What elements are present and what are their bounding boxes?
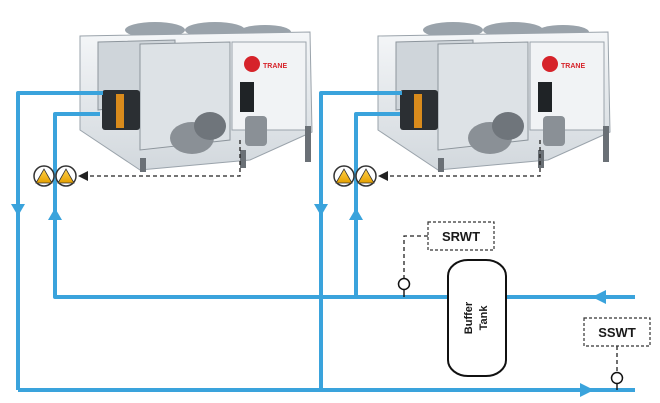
piping-network <box>16 91 635 392</box>
pump-icon <box>355 165 377 187</box>
temperature-sensor-icon <box>610 371 624 385</box>
pump-set-2 <box>333 165 377 187</box>
chiller-control-box <box>538 82 552 112</box>
chiller-2-pump-signal <box>384 140 541 177</box>
chiller-legs <box>438 126 609 172</box>
buffer-tank-label-2: Tank <box>478 305 490 331</box>
buffer-tank: Buffer Tank <box>447 259 507 377</box>
pump-icon <box>55 165 77 187</box>
chiller-brand-icon <box>244 56 260 72</box>
srwt-leader <box>403 235 428 278</box>
chiller-brand-label: TRANE <box>561 63 585 70</box>
flow-arrow-icon <box>580 383 594 397</box>
chiller-1-supply-pipe <box>16 91 103 390</box>
chiller-1-pump-signal <box>84 140 241 177</box>
pump-icon <box>33 165 55 187</box>
chiller-legs <box>140 126 311 172</box>
chiller-unit-1: TRANE <box>79 22 313 172</box>
srwt-label-box <box>427 221 495 251</box>
chiller-control-box <box>240 82 254 112</box>
pump-icon <box>333 165 355 187</box>
temperature-sensors: SRWT SSWT <box>397 221 651 390</box>
control-signals <box>78 140 618 372</box>
flow-arrow-icon <box>48 208 62 220</box>
buffer-tank-label-1: Buffer <box>463 301 475 334</box>
flow-arrow-icon <box>349 208 363 220</box>
sswt-sensor: SSWT <box>583 317 651 390</box>
sswt-label: SSWT <box>598 325 636 340</box>
chiller-2-return-pipe <box>354 112 400 297</box>
chiller-1-return-pipe <box>53 112 448 299</box>
pump-set-1 <box>33 165 77 187</box>
flow-arrows <box>11 204 606 397</box>
buffer-tank-body <box>447 259 507 377</box>
chiller-unit-2: TRANE <box>377 22 611 172</box>
signal-arrow-icon <box>378 171 388 181</box>
flow-arrow-icon <box>314 204 328 216</box>
pump-sets <box>33 165 377 187</box>
chiller-2-supply-pipe <box>319 91 402 390</box>
sswt-label-box <box>583 317 651 347</box>
signal-arrow-icon <box>78 171 88 181</box>
flow-arrow-icon <box>592 290 606 304</box>
chiller-compressors <box>102 90 267 154</box>
chiller-brand-icon <box>542 56 558 72</box>
chiller-compressors <box>400 90 565 154</box>
chiller-brand-label: TRANE <box>263 63 287 70</box>
srwt-sensor: SRWT <box>397 221 495 297</box>
flow-arrow-icon <box>11 204 25 216</box>
temperature-sensor-icon <box>397 277 411 291</box>
srwt-label: SRWT <box>442 229 480 244</box>
